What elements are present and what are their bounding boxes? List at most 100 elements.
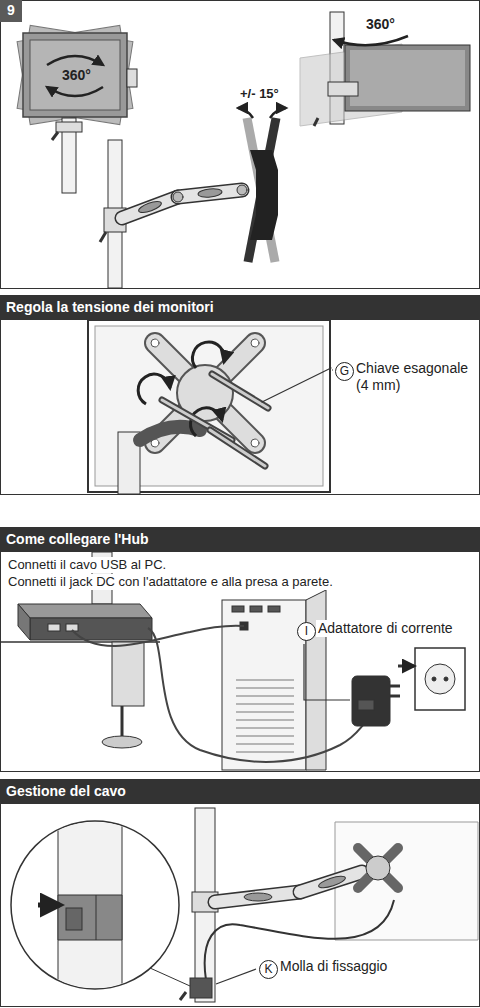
node-text: Gestione del cavo (6, 783, 474, 799)
tilt-monitor (250, 150, 278, 240)
leader-line (332, 369, 333, 370)
monitor-rotation (47, 87, 103, 96)
swivel-monitor (314, 118, 318, 126)
cable (148, 628, 364, 762)
hub-base (112, 642, 144, 706)
wall-socket (432, 677, 436, 681)
hub-base (30, 618, 152, 640)
pc-tower (268, 606, 280, 612)
power-adapter (390, 695, 400, 698)
monitor-pole (52, 118, 82, 193)
arm-pole (366, 856, 390, 880)
leader-line (304, 644, 350, 700)
arm-pole (358, 848, 398, 888)
tilt-monitor (238, 108, 253, 118)
vesa-plate (151, 339, 159, 347)
wall-socket (398, 648, 465, 710)
monitor-pole (52, 132, 58, 140)
instruction-text: Connetti il cavo USB al PC. (6, 557, 474, 573)
panel-frame (1, 1, 480, 289)
power-adapter (352, 676, 400, 726)
monitor-rotation (127, 69, 137, 87)
arm-pole (300, 872, 362, 892)
section-header: Regola la tensione dei monitori (0, 295, 480, 320)
power-adapter (390, 685, 400, 688)
monitor-arm (122, 197, 178, 218)
hub-base (18, 604, 152, 618)
hub-base (102, 736, 142, 748)
leader-line (216, 969, 256, 984)
tilt-monitor (270, 108, 286, 118)
tilt-monitor (238, 108, 286, 262)
monitor-rotation (23, 33, 127, 117)
angle-label: +/- 15° (238, 86, 281, 102)
hub-base (66, 624, 78, 631)
hex-key (210, 430, 265, 466)
cable (72, 626, 364, 762)
zoom-detail (38, 903, 60, 908)
wall-socket (415, 648, 465, 710)
tension-arrows (138, 342, 224, 436)
power-adapter (352, 676, 390, 726)
arm-pole (300, 872, 362, 892)
panel-frame (1, 296, 480, 495)
cable (72, 626, 244, 646)
zoom-detail (96, 895, 97, 940)
node-text: 9 (4, 2, 18, 18)
arm-pole (317, 874, 346, 890)
swivel-monitor (350, 50, 465, 106)
node-text: Regola la tensione dei monitori (6, 299, 474, 315)
monitor-back (88, 320, 330, 494)
arm-pole (100, 232, 106, 242)
zoom-detail (66, 908, 82, 930)
hub-base (121, 706, 124, 738)
hub-base (48, 624, 60, 631)
leader-line (216, 370, 350, 984)
pc-tower (250, 606, 262, 612)
hex-key (262, 368, 331, 402)
zoom-detail (58, 815, 122, 995)
instruction-text: Connetti il jack DC con l'adattatore e a… (6, 574, 474, 590)
pc-tower (232, 606, 244, 612)
vesa-plate (251, 339, 259, 347)
hex-key (212, 374, 268, 408)
pc-tower (306, 590, 326, 770)
vesa-plate (251, 439, 259, 447)
arm-pole (205, 900, 394, 980)
arm-pole (244, 893, 272, 901)
arm-pole (180, 808, 398, 1002)
step-number: 9 (0, 0, 22, 22)
zoom-detail (11, 815, 190, 995)
swivel-monitor (345, 45, 470, 111)
wall-socket (425, 664, 455, 694)
angle-label: 360° (60, 67, 93, 84)
swivel-monitor (334, 36, 408, 45)
hex-key (212, 374, 268, 408)
callout-letter: I (297, 622, 316, 641)
swivel-monitor (300, 12, 470, 126)
arm-pole (215, 892, 300, 902)
zoom-detail (58, 895, 122, 940)
part-name: Molla di fissaggio (278, 958, 389, 975)
pc-tower (236, 680, 294, 752)
hex-key (162, 368, 331, 466)
arm-pole (215, 892, 300, 902)
monitor-pole (56, 122, 82, 132)
arm-pole (190, 978, 212, 998)
monitor-rotation (47, 56, 103, 65)
monitor-arm (122, 185, 247, 218)
arm-pole (180, 992, 186, 1000)
zoom-detail (58, 815, 122, 995)
power-adapter (358, 700, 374, 710)
monitor-rotation (17, 25, 137, 124)
arm-pole (358, 848, 398, 888)
panel-frame (1, 780, 480, 1007)
callout-letter: G (335, 362, 354, 381)
monitor-rotation (17, 25, 133, 124)
zoom-detail (150, 968, 190, 986)
node-text: Come collegare l'Hub (6, 531, 474, 547)
monitor-arm (198, 188, 223, 198)
